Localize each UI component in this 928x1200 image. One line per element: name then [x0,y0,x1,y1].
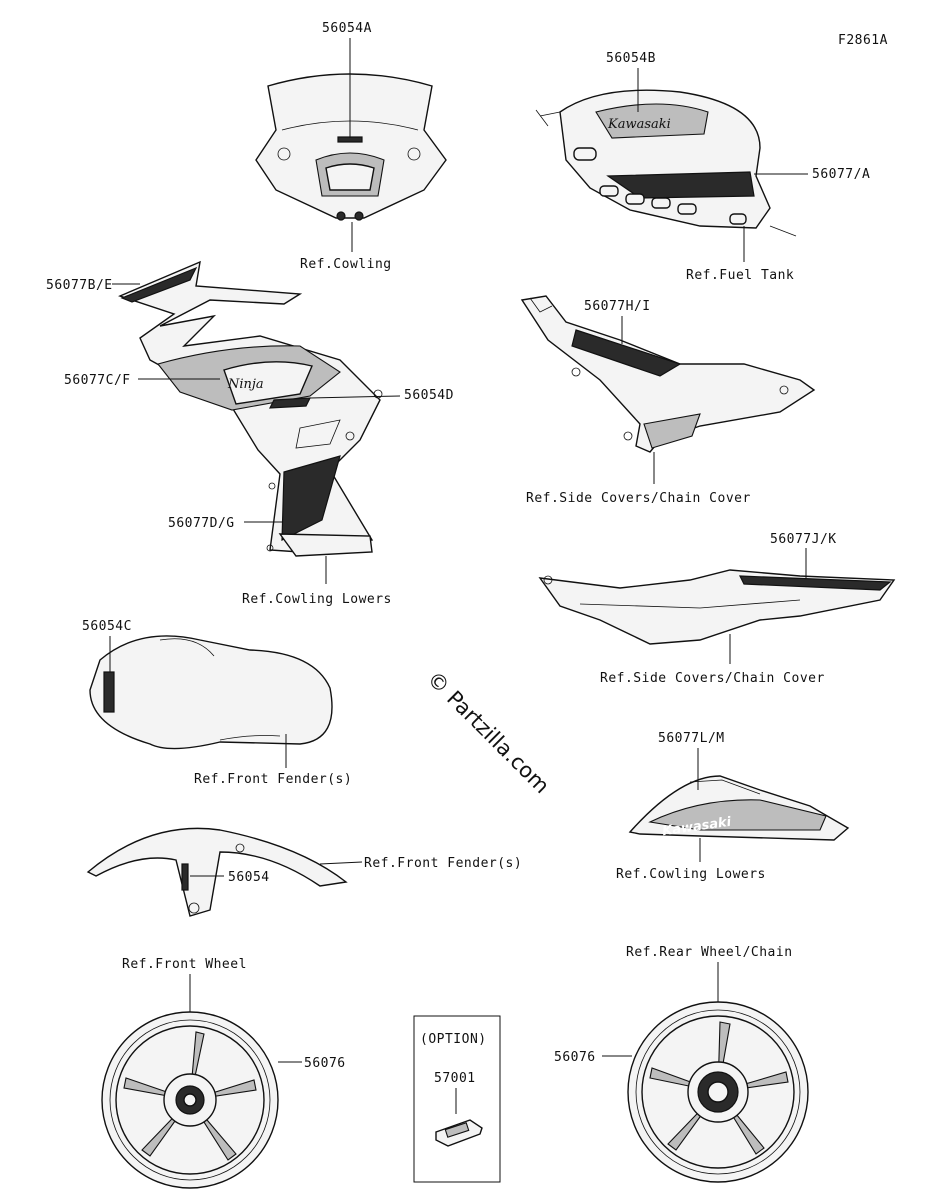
tail-cowl-illustration [538,569,896,645]
label-ref-cowling-lowers-1: Ref.Cowling Lowers [242,592,392,607]
lower-cowling-illustration: Kawasaki [628,775,850,841]
front-wheel-illustration [101,1011,279,1189]
tank-decal-text: Kawasaki [607,117,671,132]
label-56076-front: 56076 [304,1056,346,1071]
label-56054: 56054 [228,870,270,885]
label-56076-rear: 56076 [554,1050,596,1065]
label-ref-cowling: Ref.Cowling [300,257,392,272]
label-ref-fuel-tank: Ref.Fuel Tank [686,268,794,283]
label-ref-side-covers-1: Ref.Side Covers/Chain Cover [526,491,751,506]
fairing-decal-text: Ninja [227,377,264,392]
side-cover-illustration [520,295,816,453]
label-57001: 57001 [434,1071,476,1086]
front-fender-top-illustration [89,635,333,750]
label-56077B-E: 56077B/E [46,278,113,293]
label-56077H-I: 56077H/I [584,299,651,314]
decal-56054C [103,671,115,713]
front-fender-side-illustration [86,827,348,917]
rear-wheel-illustration [627,1001,809,1183]
decal-56054D [269,397,311,409]
label-56077C-F: 56077C/F [64,373,131,388]
label-ref-front-wheel: Ref.Front Wheel [122,957,247,972]
figure-id: F2861A [838,33,888,48]
label-56054B: 56054B [606,51,656,66]
decal-56077J-K [739,575,892,591]
decal-56077-A [606,171,755,199]
label-option: (OPTION) [420,1032,487,1047]
windscreen-illustration [255,73,447,221]
decal-56077D-G [281,455,341,541]
label-ref-side-covers-2: Ref.Side Covers/Chain Cover [600,671,825,686]
decal-56077H-I [571,329,682,377]
tool-kit-illustration [435,1119,483,1147]
label-ref-cowling-lowers-2: Ref.Cowling Lowers [616,867,766,882]
label-56077-A: 56077/A [812,167,870,182]
label-ref-front-fender-2: Ref.Front Fender(s) [364,856,522,871]
decal-56054 [181,863,189,891]
label-ref-rear-wheel: Ref.Rear Wheel/Chain [626,945,793,960]
label-56054D: 56054D [404,388,454,403]
label-56077L-M: 56077L/M [658,731,725,746]
option-box [413,1015,501,1183]
fuel-tank-illustration: Kawasaki [535,89,797,237]
side-fairing-illustration: Ninja [118,260,383,557]
label-56077J-K: 56077J/K [770,532,837,547]
label-56077D-G: 56077D/G [168,516,235,531]
decal-56077B-E [120,266,198,303]
label-56054C: 56054C [82,619,132,634]
watermark: © Partzilla.com [422,667,554,799]
label-ref-front-fender-1: Ref.Front Fender(s) [194,772,352,787]
label-56054A: 56054A [322,21,372,36]
